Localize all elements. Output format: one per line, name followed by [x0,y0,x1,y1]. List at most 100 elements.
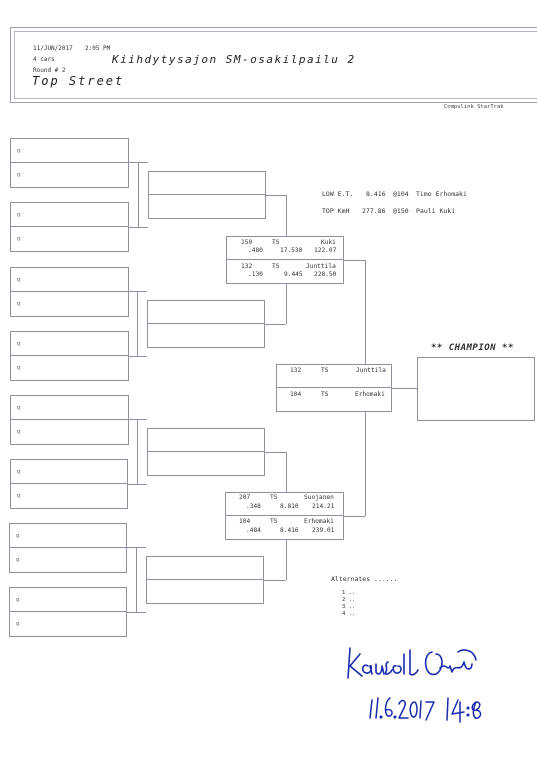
r1-slot: o [11,268,128,292]
alternate-item: 4 .. [342,611,356,617]
slot-marker: o [17,235,21,243]
bracket-line [286,540,287,580]
slot-marker: o [16,620,20,628]
r1-pair-4: o o [10,331,129,381]
champion-box [417,357,535,421]
low-et-label: LOW E.T. [322,190,354,198]
header-round: Round # 2 [33,67,66,74]
racer-car-number: 150 [241,239,253,246]
racer-speed: 122.07 [314,247,337,254]
r1-slot: o [10,524,126,548]
racer-name: Suojanen [304,494,334,501]
champion-label: ** CHAMPION ** [431,343,514,353]
alternates-label: Alternates ...... [331,575,398,583]
r2-slot [149,172,265,195]
bracket-line [264,580,286,581]
r1-slot: o [10,612,126,636]
bracket-line [344,516,365,517]
alternate-item: 2 .. [342,597,356,603]
r2-slot [147,580,263,603]
bracket-line [266,195,286,196]
r2-slot [148,301,264,324]
finalist-car-number: 104 [290,391,302,398]
r1-slot: o [11,139,128,163]
r1-slot: o [11,420,128,444]
final-slot [277,365,391,388]
slot-marker: o [17,211,21,218]
r1-pair-1: o o [10,138,129,188]
r2-slot [148,452,264,475]
r1-pair-7: o o [9,523,127,573]
alternate-item: 1 .. [342,590,356,596]
racer-elapsed-time: 9.445 [284,271,303,278]
racer-reaction-time: .348 [246,503,261,510]
slot-marker: o [16,596,20,603]
r2-slot [147,557,263,580]
header-date: 11/JUN/2017 [33,45,73,52]
racer-name: Erhomaki [304,518,334,525]
slot-marker: o [17,340,21,347]
racer-name: Kuki [321,239,336,246]
racer-reaction-time: .130 [248,271,263,278]
top-speed-label: TOP KmH [322,207,350,215]
slot-marker: o [16,532,20,539]
r1-slot: o [10,548,126,572]
bracket-line [137,291,138,356]
slot-marker: o [17,404,21,411]
r1-slot: o [11,396,128,420]
racer-class: TS [272,263,280,270]
slot-marker: o [17,468,21,475]
finalist-class: TS [321,367,329,374]
alternates-list: 1 .. 2 .. 3 .. 4 .. [342,590,355,618]
racer-reaction-time: .480 [248,247,263,254]
low-et-car: @104 [393,190,409,198]
r3-slot [226,493,343,516]
finalist-name: Junttila [356,367,386,374]
r1-slot: o [11,227,128,251]
r1-pair-8: o o [9,587,127,637]
slot-marker: o [16,556,20,564]
slot-marker: o [17,492,21,500]
racer-car-number: 104 [239,518,251,525]
r1-slot: o [11,203,128,227]
r3-pair-1 [226,236,344,284]
racer-class: TS [270,494,278,501]
r2-pair-1 [148,171,266,219]
r1-pair-6: o o [10,459,128,509]
bracket-line [265,324,286,325]
slot-marker: o [17,364,21,372]
bracket-line [129,291,147,292]
bracket-line [392,388,417,389]
header-inner-frame [14,31,537,99]
header-event: Top Street [32,74,125,88]
racer-speed: 239.01 [312,527,335,534]
racer-speed: 214.21 [312,503,335,510]
low-et-value: 8.416 [366,190,386,198]
racer-reaction-time: .484 [246,527,261,534]
finalist-car-number: 132 [290,367,302,374]
racer-name: Junttila [306,263,336,270]
finalist-name: Erhomaki [355,391,385,398]
r2-pair-3 [147,428,265,476]
bracket-line [286,452,287,492]
r1-slot: o [11,460,127,484]
r1-slot: o [11,292,128,316]
racer-elapsed-time: 17.530 [280,247,303,254]
final-pair [276,364,392,412]
header-title: Kiihdytysajon SM-osakilpailu 2 [112,53,356,66]
racer-class: TS [272,239,280,246]
racer-car-number: 207 [239,494,251,501]
top-speed-value: 277.86 [362,207,386,215]
r1-slot: o [11,332,128,356]
r2-slot [148,324,264,347]
bracket-line [127,612,146,613]
low-et-driver: Timo Erhomaki [416,190,467,198]
racer-elapsed-time: 8.416 [280,527,299,534]
finalist-class: TS [321,391,329,398]
header-time: 2:05 PM [85,45,111,52]
top-speed-car: @150 [393,207,409,215]
slot-marker: o [17,300,21,308]
bracket-line [265,452,286,453]
r1-pair-5: o o [10,395,129,445]
r3-slot [227,237,343,260]
